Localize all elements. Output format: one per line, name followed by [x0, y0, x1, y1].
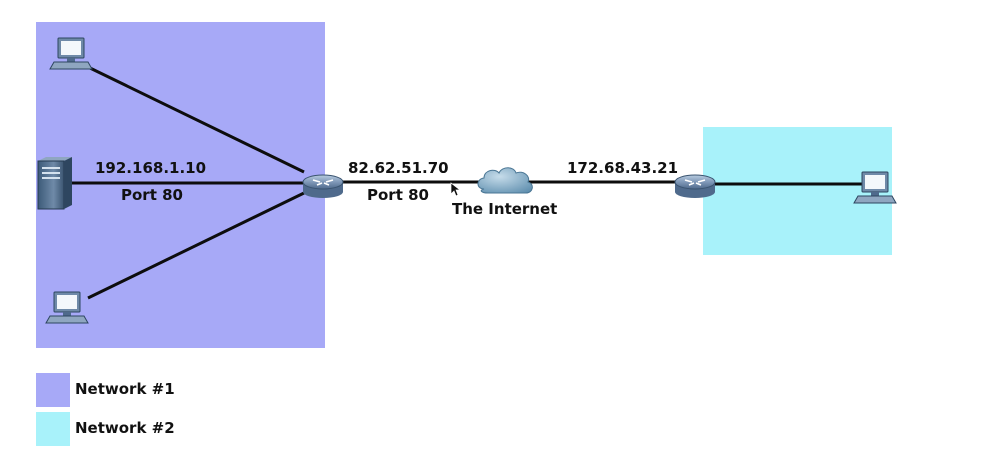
- legend-swatch-network-2: [36, 412, 70, 446]
- router-icon[interactable]: [674, 174, 716, 198]
- links: [72, 66, 862, 300]
- legend-label-network-2: Network #2: [75, 419, 175, 437]
- network-2-area: [703, 127, 892, 255]
- desktop-pc-icon[interactable]: [853, 171, 897, 204]
- router2-ip-label: 172.68.43.21: [567, 159, 679, 177]
- router1-ip-label: 82.62.51.70: [348, 159, 449, 177]
- link-pc-top-router: [89, 66, 305, 174]
- legend-label-network-1: Network #1: [75, 380, 175, 398]
- internet-label: The Internet: [452, 200, 558, 218]
- server-port-label: Port 80: [121, 186, 183, 204]
- link-pc-bottom-router: [87, 191, 305, 300]
- legend-swatch-network-1: [36, 373, 70, 407]
- desktop-pc-icon[interactable]: [49, 37, 93, 70]
- server-ip-label: 192.168.1.10: [95, 159, 207, 177]
- network-1-area: [36, 22, 325, 348]
- server-icon[interactable]: [37, 157, 72, 210]
- router1-port-label: Port 80: [367, 186, 429, 204]
- router-icon[interactable]: [302, 174, 344, 198]
- cloud-icon[interactable]: [477, 167, 533, 194]
- mouse-cursor-icon: [450, 182, 462, 197]
- desktop-pc-icon[interactable]: [45, 291, 89, 324]
